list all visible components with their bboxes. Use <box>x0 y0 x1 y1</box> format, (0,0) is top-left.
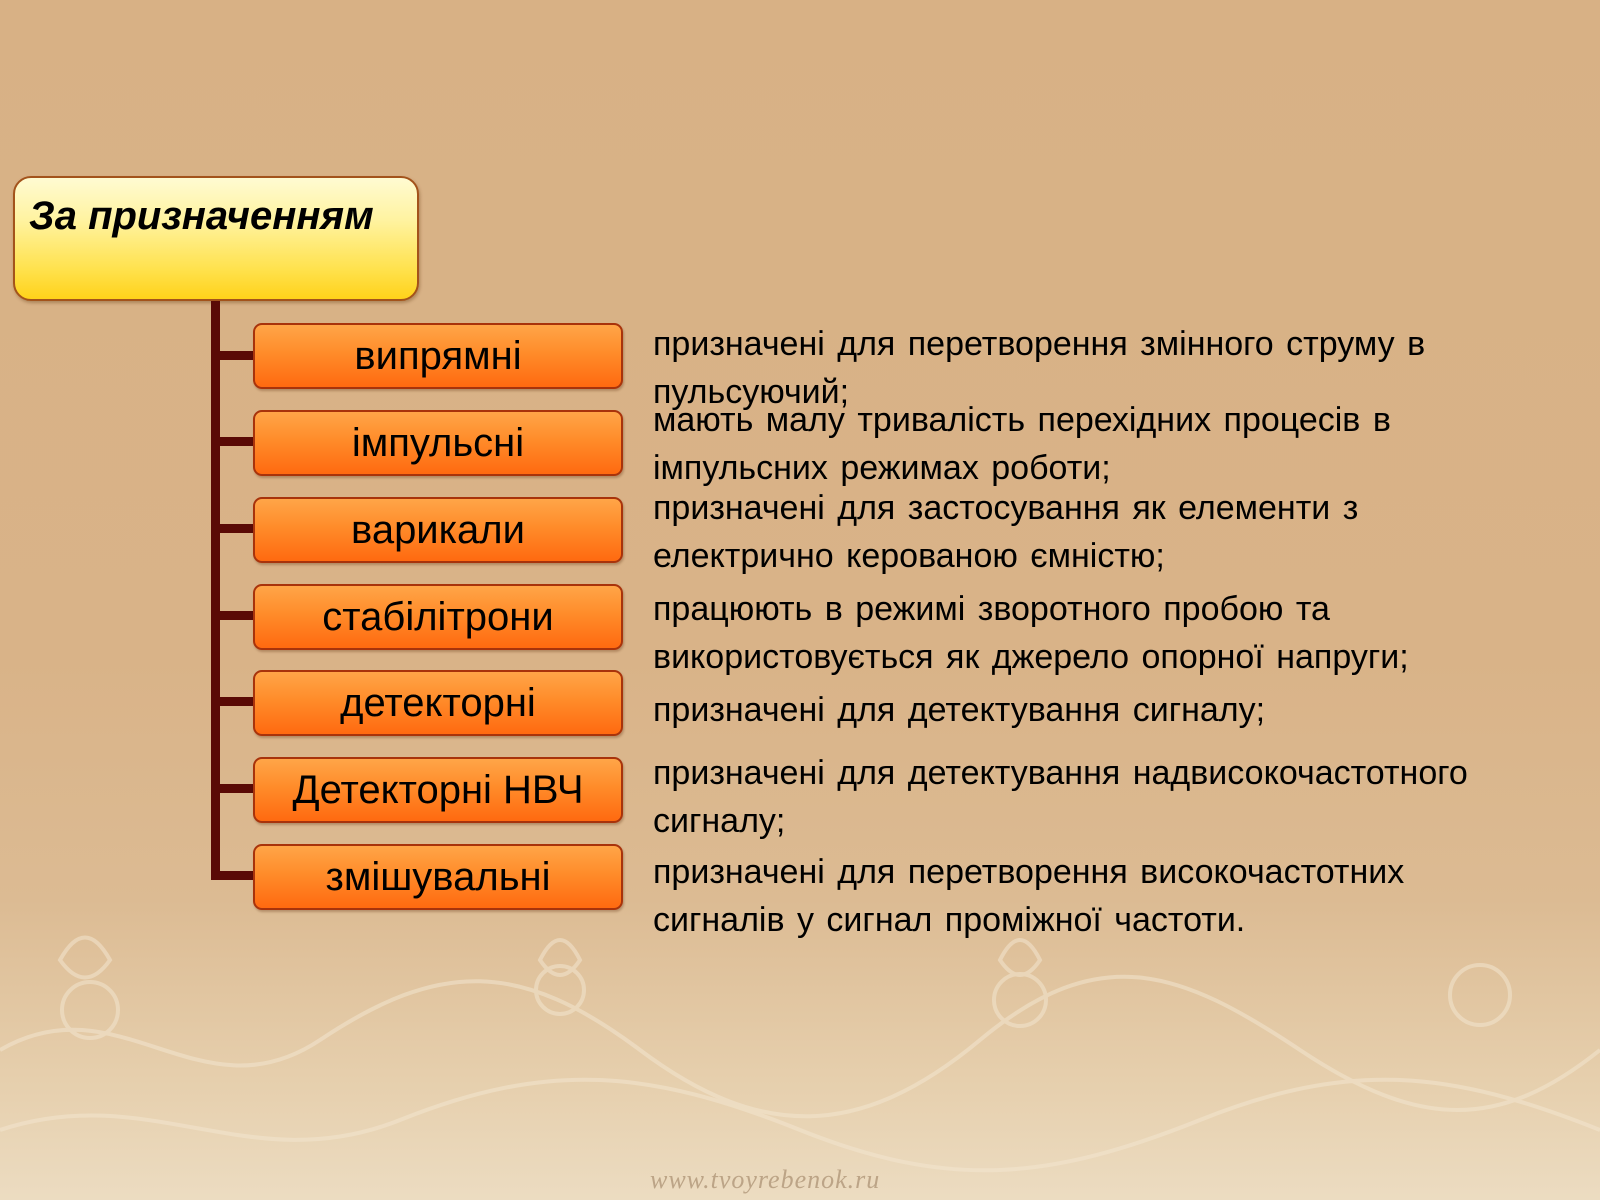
category-description: призначені для детектування сигналу; <box>653 686 1598 734</box>
category-description: призначені для детектування надвисокочас… <box>653 749 1598 845</box>
description-line: призначені для детектування сигналу; <box>653 691 1266 729</box>
tree-connector-trunk <box>211 301 220 880</box>
category-box: змішувальні <box>253 844 623 910</box>
description-line: імпульсних режимах роботи; <box>653 449 1111 487</box>
category-description: призначені для перетворення змінного стр… <box>653 320 1598 416</box>
description-line: пульсуючий; <box>653 373 850 411</box>
description-line: призначені для перетворення змінного стр… <box>653 325 1426 363</box>
description-line: сигналу; <box>653 802 786 840</box>
tree-connector-branch <box>211 611 254 620</box>
tree-connector-branch <box>211 351 254 360</box>
tree-connector-branch <box>211 437 254 446</box>
description-line: призначені для перетворення високочастот… <box>653 853 1405 891</box>
category-box: варикали <box>253 497 623 563</box>
tree-connector-branch <box>211 697 254 706</box>
tree-connector-branch <box>211 524 254 533</box>
category-box: імпульсні <box>253 410 623 476</box>
description-line: призначені для застосування як елементи … <box>653 489 1359 527</box>
category-description: працюють в режимі зворотного пробою та в… <box>653 585 1598 681</box>
category-box: випрямні <box>253 323 623 389</box>
description-line: мають малу тривалість перехідних процесі… <box>653 401 1391 439</box>
category-box: Детекторні НВЧ <box>253 757 623 823</box>
category-description: призначені для перетворення високочастот… <box>653 848 1598 944</box>
description-line: сигналів у сигнал проміжної частоти. <box>653 901 1246 939</box>
category-box: стабілітрони <box>253 584 623 650</box>
tree-connector-branch <box>211 871 254 880</box>
description-line: працюють в режимі зворотного пробою та <box>653 590 1330 628</box>
category-description: призначені для застосування як елементи … <box>653 484 1598 580</box>
category-description: мають малу тривалість перехідних процесі… <box>653 396 1598 492</box>
description-line: електрично керованою ємністю; <box>653 537 1165 575</box>
floral-ornament-decoration <box>0 935 1600 1173</box>
description-line: використовується як джерело опорної напр… <box>653 638 1409 676</box>
description-line: призначені для детектування надвисокочас… <box>653 754 1468 792</box>
root-title: За призначенням <box>29 194 374 238</box>
watermark-text: www.tvoyrebenok.ru <box>650 1165 881 1194</box>
tree-connector-branch <box>211 784 254 793</box>
category-box: детекторні <box>253 670 623 736</box>
root-category-box: За призначенням <box>13 176 419 301</box>
